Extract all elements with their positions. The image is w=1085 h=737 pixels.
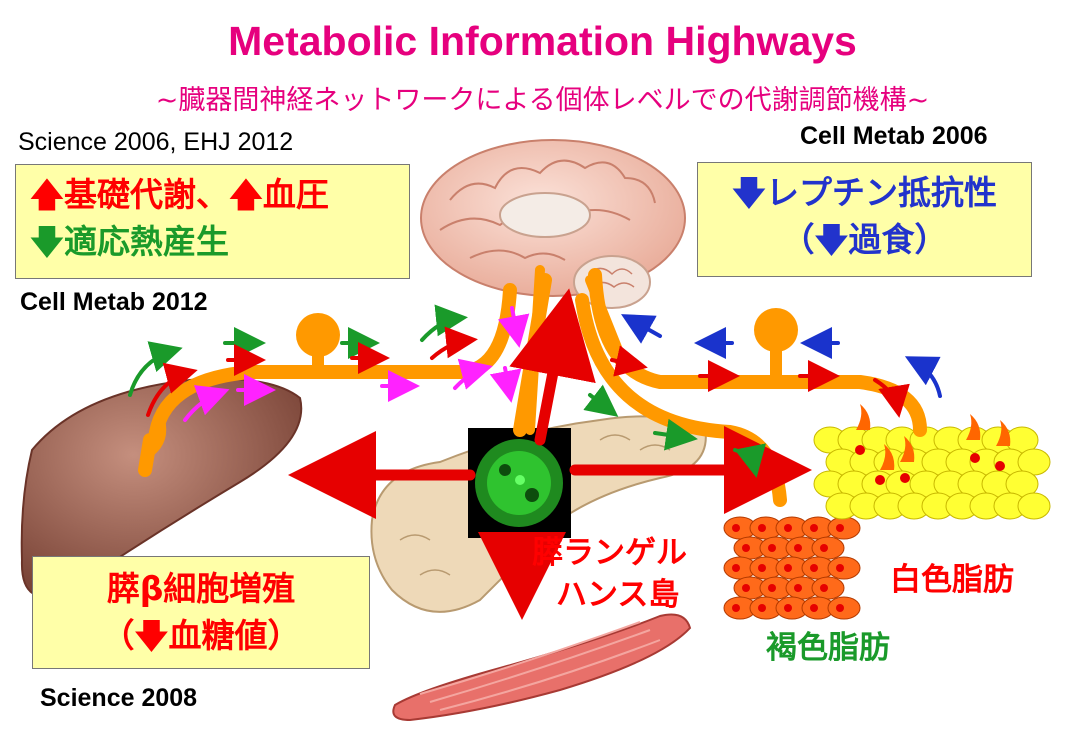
paren-open: （	[101, 616, 135, 655]
citation-bottom-left: Science 2008	[40, 684, 198, 712]
up-arrow-icon: 🡅	[30, 175, 64, 214]
brown-fat-nucleus	[836, 524, 844, 532]
islet-label-line1: 膵ランゲル	[532, 535, 687, 571]
adaptive-thermogenesis-label: 適応熱産生	[63, 222, 229, 261]
white-fat-nucleus	[970, 453, 980, 463]
brain-illustration	[420, 139, 686, 309]
citation-top-left: Science 2006, EHJ 2012	[18, 128, 294, 156]
brown-fat-nucleus	[742, 584, 750, 592]
brown-fat-nucleus	[742, 544, 750, 552]
brown-fat-label: 褐色脂肪	[766, 630, 890, 666]
muscle-illustration	[392, 613, 692, 722]
white-fat-nucleus	[900, 473, 910, 483]
page-subtitle: ~臓器間神経ネットワークによる個体レベルでの代謝調節機構~	[155, 85, 930, 116]
brown-fat-nucleus	[820, 584, 828, 592]
blood-pressure-label: 血圧	[262, 175, 329, 214]
white-fat-nucleus	[995, 461, 1005, 471]
brown-fat-nucleus	[758, 604, 766, 612]
beta-cell-proliferation-label: 膵β細胞増殖	[106, 569, 296, 608]
brown-fat-nucleus	[784, 604, 792, 612]
islet-label: 膵ランゲル ハンス島	[532, 532, 687, 616]
flame-icons	[856, 404, 1011, 470]
brown-fat-nucleus	[836, 564, 844, 572]
brown-fat-nucleus	[768, 544, 776, 552]
down-arrow-icon: 🡇	[814, 220, 849, 259]
down-arrow-icon: 🡇	[732, 173, 766, 212]
brown-fat-nucleus	[758, 524, 766, 532]
down-arrow-icon: 🡇	[134, 616, 169, 655]
brown-fat-nucleus	[768, 584, 776, 592]
white-fat-illustration	[813, 426, 1051, 520]
leptin-resistance-label: レプチン抵抗性	[765, 173, 997, 212]
paren-open: （	[781, 220, 815, 259]
box-beta-cell-proliferation: 膵β細胞増殖 （🡇血糖値）	[32, 556, 370, 669]
white-fat-nucleus	[875, 475, 885, 485]
paren-close: ）	[914, 220, 948, 259]
brown-fat-nucleus	[784, 524, 792, 532]
blood-glucose-label: 血糖値	[168, 616, 268, 655]
brown-fat-illustration	[723, 516, 861, 620]
brown-fat-nucleus	[794, 584, 802, 592]
brown-fat-nucleus	[784, 564, 792, 572]
citation-top-right: Cell Metab 2006	[800, 122, 988, 150]
overeating-label: 過食	[848, 220, 915, 259]
brown-fat-nucleus	[810, 564, 818, 572]
brown-fat-nucleus	[820, 544, 828, 552]
brown-fat-nucleus	[810, 524, 818, 532]
brown-fat-nucleus	[732, 604, 740, 612]
paren-close: ）	[267, 616, 301, 655]
brown-fat-nucleus	[836, 604, 844, 612]
brown-fat-nucleus	[732, 564, 740, 572]
white-fat-label: 白色脂肪	[890, 562, 1014, 598]
white-fat-nucleus	[855, 445, 865, 455]
down-arrow-icon: 🡇	[30, 222, 64, 261]
islet-label-line2: ハンス島	[556, 577, 680, 613]
page-title: Metabolic Information Highways	[228, 18, 857, 64]
brown-fat-nucleus	[758, 564, 766, 572]
citation-left-mid: Cell Metab 2012	[20, 288, 208, 316]
brown-fat-nucleus	[794, 544, 802, 552]
white-fat-cell	[1017, 492, 1051, 520]
box-energy-expenditure: 🡅基礎代謝、🡅血圧 🡇適応熱産生	[15, 164, 410, 279]
brown-fat-nucleus	[810, 604, 818, 612]
brown-fat-nucleus	[732, 524, 740, 532]
box-leptin-resistance: 🡇レプチン抵抗性 （🡇過食）	[697, 162, 1032, 277]
basal-metabolism-label: 基礎代謝、	[63, 175, 229, 214]
up-arrow-icon: 🡅	[228, 175, 263, 214]
signal-arrows	[128, 304, 942, 478]
